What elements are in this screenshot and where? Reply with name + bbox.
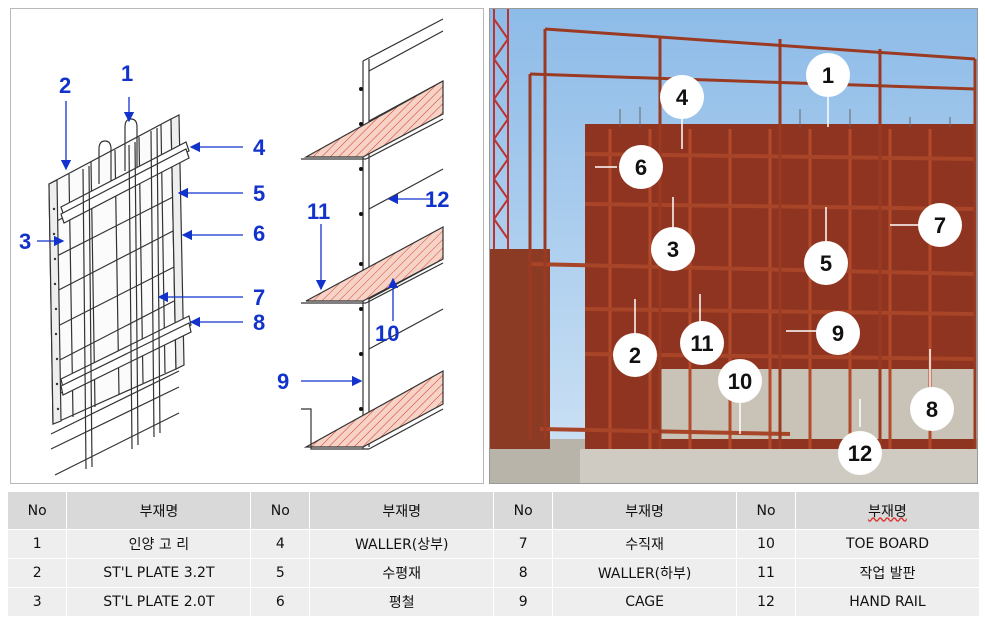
cell-name: CAGE xyxy=(552,587,738,617)
callout-arrows xyxy=(37,97,431,387)
cell-no: 6 xyxy=(250,587,311,617)
cell-no: 12 xyxy=(736,587,796,617)
header-name: 부재명 xyxy=(795,492,981,530)
photo-label-4: 4 xyxy=(660,75,704,119)
drawing-callout-9: 9 xyxy=(277,369,289,394)
header-no: No xyxy=(493,492,554,530)
svg-text:5: 5 xyxy=(820,251,832,276)
work-platform-bottom xyxy=(301,369,444,450)
drawing-callout-6: 6 xyxy=(253,221,265,246)
technical-drawing: 1 2 3 4 5 6 7 8 9 10 11 12 xyxy=(19,18,449,476)
work-platform-top xyxy=(301,79,444,160)
cell-no: 10 xyxy=(736,529,796,559)
cell-name: WALLER(하부) xyxy=(552,558,738,588)
photo-label-10: 10 xyxy=(718,359,762,403)
cell-name: 수직재 xyxy=(552,529,738,559)
svg-text:7: 7 xyxy=(934,213,946,238)
svg-text:3: 3 xyxy=(667,237,679,262)
cell-name: ST'L PLATE 3.2T xyxy=(66,558,252,588)
photo-label-2: 2 xyxy=(613,333,657,377)
header-no: No xyxy=(736,492,796,530)
photo-label-5: 5 xyxy=(804,241,848,285)
drawing-callout-5: 5 xyxy=(253,181,265,206)
technical-drawing-panel: 1 2 3 4 5 6 7 8 9 10 11 12 xyxy=(10,8,484,484)
parts-table: No 부재명 No 부재명 No 부재명 No 부재명 1 인양 고 리 4 W… xyxy=(8,492,981,617)
cell-no: 2 xyxy=(8,558,68,588)
header-name: 부재명 xyxy=(552,492,738,530)
cell-name: 작업 발판 xyxy=(795,558,981,588)
table-row: 2 ST'L PLATE 3.2T 5 수평재 8 WALLER(하부) 11 … xyxy=(8,558,981,588)
cell-name: 인양 고 리 xyxy=(66,529,252,559)
cell-name: 수평재 xyxy=(309,558,495,588)
cell-no: 5 xyxy=(250,558,311,588)
cell-name: 평철 xyxy=(309,587,495,617)
drawing-callout-8: 8 xyxy=(253,310,265,335)
cell-name: WALLER(상부) xyxy=(309,529,495,559)
svg-text:9: 9 xyxy=(832,321,844,346)
svg-text:11: 11 xyxy=(690,331,713,356)
form-panel xyxy=(48,114,192,476)
drawing-callout-12: 12 xyxy=(425,187,449,212)
svg-text:6: 6 xyxy=(635,155,647,180)
cell-name: HAND RAIL xyxy=(795,587,981,617)
svg-text:8: 8 xyxy=(926,397,938,422)
table-row: 1 인양 고 리 4 WALLER(상부) 7 수직재 10 TOE BOARD xyxy=(8,529,981,559)
cell-no: 3 xyxy=(8,587,68,617)
table-row: 3 ST'L PLATE 2.0T 6 평철 9 CAGE 12 HAND RA… xyxy=(8,587,981,617)
cell-name: ST'L PLATE 2.0T xyxy=(66,587,252,617)
photo-label-8: 8 xyxy=(910,387,954,431)
svg-text:2: 2 xyxy=(629,343,641,368)
drawing-callout-7: 7 xyxy=(253,285,265,310)
photo-label-9: 9 xyxy=(816,311,860,355)
site-photo: 1 4 6 3 5 7 2 11 xyxy=(490,9,977,483)
photo-label-1: 1 xyxy=(806,53,850,97)
photo-label-6: 6 xyxy=(619,145,663,189)
table-header-row: No 부재명 No 부재명 No 부재명 No 부재명 xyxy=(8,492,981,530)
photo-pointer-lines xyxy=(595,97,931,434)
site-photo-panel: 1 4 6 3 5 7 2 11 xyxy=(489,8,978,484)
header-no: No xyxy=(250,492,311,530)
header-name: 부재명 xyxy=(66,492,252,530)
svg-text:12: 12 xyxy=(848,441,872,466)
drawing-callout-2: 2 xyxy=(59,73,71,98)
drawing-callout-10: 10 xyxy=(375,321,399,346)
photo-label-3: 3 xyxy=(651,227,695,271)
cell-no: 11 xyxy=(736,558,796,588)
cell-no: 9 xyxy=(493,587,554,617)
cell-no: 4 xyxy=(250,529,311,559)
cell-no: 7 xyxy=(493,529,554,559)
parts-table-container: No 부재명 No 부재명 No 부재명 No 부재명 1 인양 고 리 4 W… xyxy=(8,492,981,617)
drawing-callout-3: 3 xyxy=(19,229,31,254)
drawing-callout-11: 11 xyxy=(307,199,330,224)
photo-label-11: 11 xyxy=(680,321,724,365)
header-no: No xyxy=(8,492,68,530)
work-platform-middle xyxy=(301,225,444,304)
photo-label-12: 12 xyxy=(838,431,882,475)
cell-no: 8 xyxy=(493,558,554,588)
svg-text:10: 10 xyxy=(728,369,752,394)
photo-label-7: 7 xyxy=(918,203,962,247)
drawing-callout-4: 4 xyxy=(253,135,266,160)
svg-text:4: 4 xyxy=(676,85,689,110)
cell-no: 1 xyxy=(8,529,68,559)
drawing-callout-1: 1 xyxy=(121,61,133,86)
header-name: 부재명 xyxy=(309,492,495,530)
svg-text:1: 1 xyxy=(822,63,834,88)
cell-name: TOE BOARD xyxy=(795,529,981,559)
